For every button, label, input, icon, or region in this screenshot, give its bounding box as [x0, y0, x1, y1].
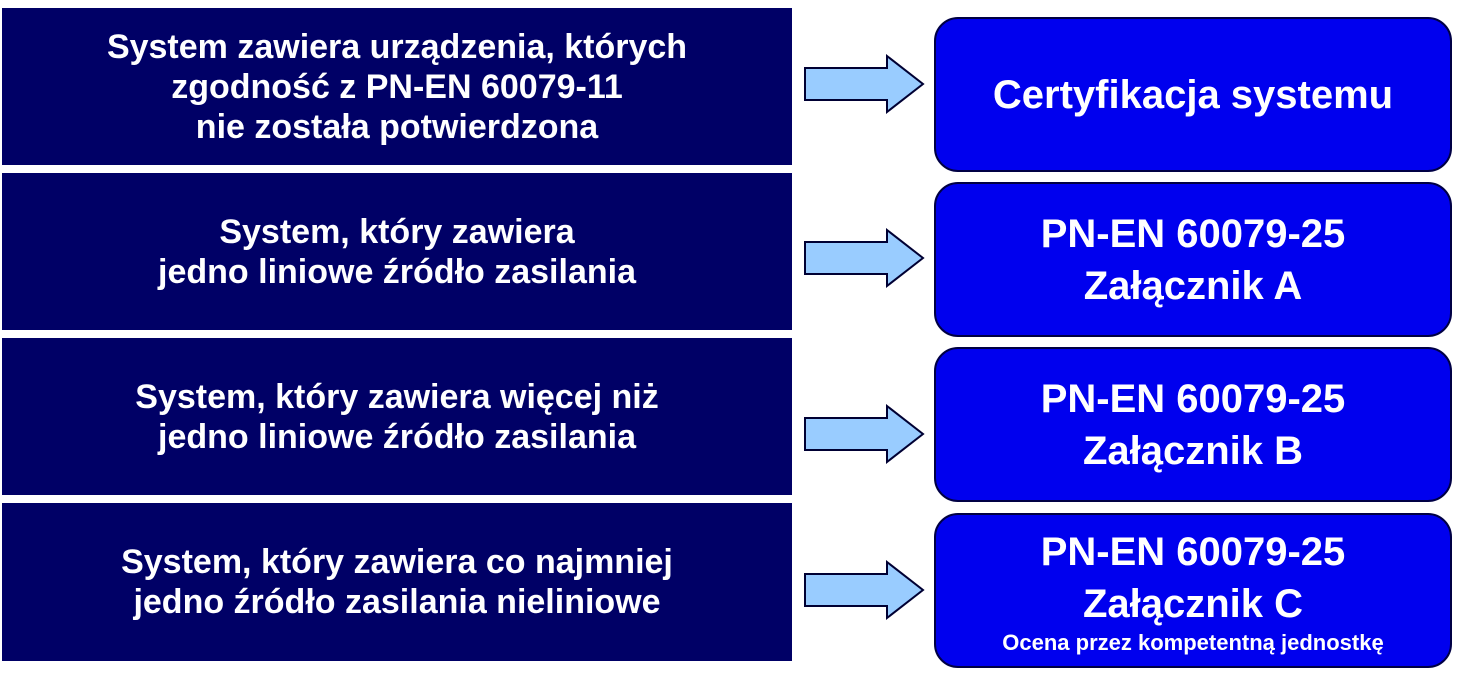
result-line: Załącznik A	[1083, 263, 1303, 308]
condition-line: System, który zawiera co najmniej	[121, 543, 673, 581]
condition-box-4: System, który zawiera co najmniej jedno …	[2, 503, 792, 661]
arrow-right-icon	[804, 54, 925, 114]
condition-line: System, który zawiera więcej niż	[135, 377, 659, 416]
result-line: PN-EN 60079-25	[1040, 211, 1346, 256]
condition-line: zgodność z PN-EN 60079-11	[171, 67, 623, 106]
result-line: PN-EN 60079-25	[1040, 376, 1346, 421]
result-line: Certyfikacja systemu	[992, 72, 1394, 117]
result-box-3: PN-EN 60079-25 Załącznik B	[934, 347, 1452, 502]
condition-line: nie została potwierdzona	[195, 107, 599, 146]
condition-line: System zawiera urządzenia, których	[106, 27, 688, 66]
condition-box-2: System, który zawiera jedno liniowe źród…	[2, 173, 792, 330]
condition-line: jedno liniowe źródło zasilania	[158, 417, 636, 456]
condition-box-1: System zawiera urządzenia, których zgodn…	[2, 8, 792, 165]
arrow-right-icon	[804, 228, 925, 288]
result-box-2: PN-EN 60079-25 Załącznik A	[934, 182, 1452, 337]
condition-box-3: System, który zawiera więcej niż jedno l…	[2, 338, 792, 495]
result-note: Ocena przez kompetentną jednostkę	[1002, 629, 1384, 655]
result-line: PN-EN 60079-25	[1040, 529, 1346, 574]
condition-line: jedno liniowe źródło zasilania	[158, 252, 636, 291]
arrow-right-icon	[804, 404, 925, 464]
result-box-1: Certyfikacja systemu	[934, 17, 1452, 172]
condition-line: System, który zawiera	[219, 212, 575, 251]
result-line: Załącznik B	[1082, 428, 1304, 473]
arrow-right-icon	[804, 560, 925, 620]
result-line: Załącznik C	[1082, 581, 1304, 626]
condition-line: jedno źródło zasilania nieliniowe	[133, 583, 661, 621]
result-box-4: PN-EN 60079-25 Załącznik C Ocena przez k…	[934, 513, 1452, 668]
